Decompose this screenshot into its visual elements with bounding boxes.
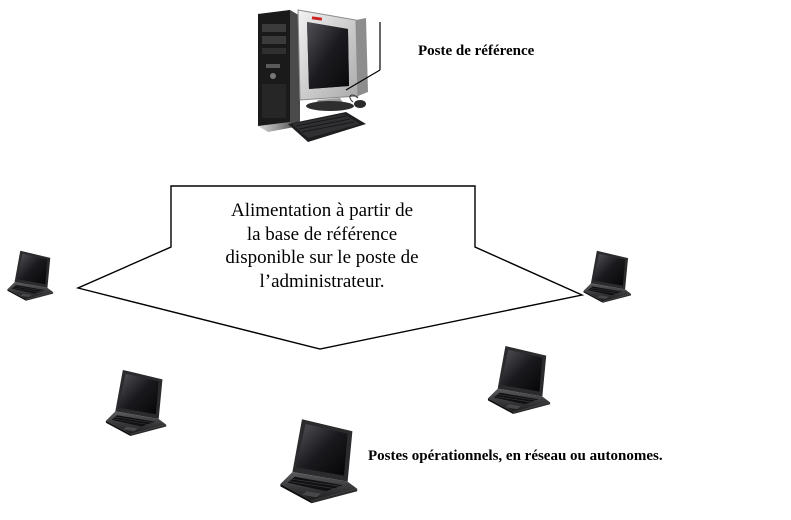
laptop-icon: [487, 345, 551, 415]
callout-line: Alimentation à partir de: [230, 200, 414, 221]
callout-line: l’administrateur.: [259, 270, 385, 292]
callout-arrow: [75, 185, 585, 350]
desktop-computer-icon: [258, 9, 368, 142]
laptop-icon: [6, 250, 54, 302]
laptop-icon: [105, 369, 167, 437]
reference-bracket: [345, 22, 381, 91]
callout-line: disponible sur le poste de: [225, 247, 419, 268]
reference-station-label: Poste de référence: [418, 43, 535, 59]
laptop-icon: [583, 250, 632, 304]
laptop-icon: [279, 418, 359, 505]
operational-stations-label: Postes opérationnels, en réseau ou auton…: [368, 448, 663, 464]
callout-text: Alimentation à partir de la base de réfé…: [172, 199, 472, 293]
callout-line: la base de référence: [246, 223, 398, 245]
